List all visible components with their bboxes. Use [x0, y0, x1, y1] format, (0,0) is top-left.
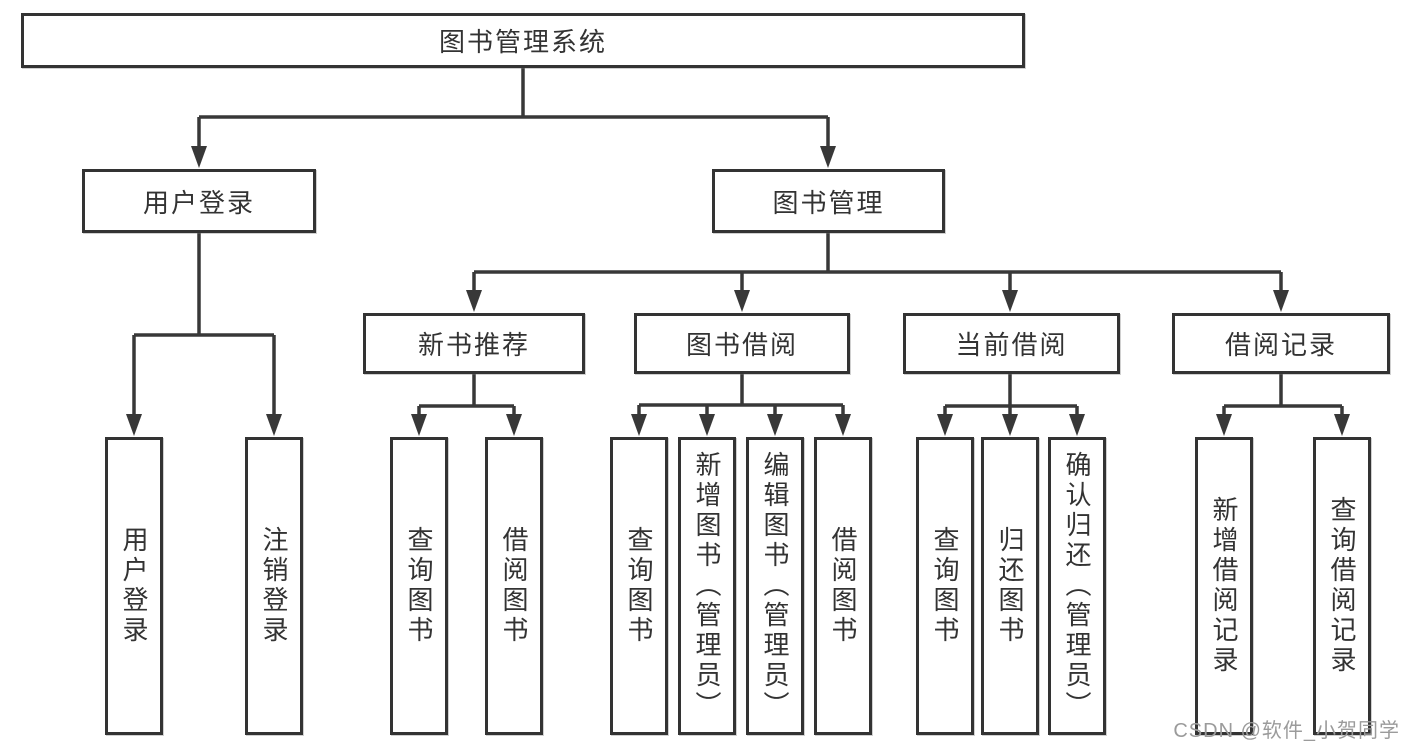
node-label: 用户登录 [142, 187, 255, 218]
node-label: 图书管理系统 [438, 27, 607, 57]
node-label: 归还图书 [995, 526, 1025, 646]
node-label: 用户登录 [119, 526, 149, 646]
node-borrowing-records: 借阅记录 [1172, 313, 1390, 374]
csdn-watermark: CSDN @软件_小贺同学 [1173, 720, 1400, 742]
node-label: 查询图书 [930, 526, 960, 646]
leaf-recommend-borrow-books: 借阅图书 [485, 437, 543, 735]
leaf-return-books: 归还图书 [981, 437, 1039, 735]
node-library-management-system: 图书管理系统 [21, 13, 1025, 68]
node-label: 新增图书（管理员） [692, 451, 722, 721]
node-label: 确认归还（管理员） [1062, 451, 1092, 721]
leaf-logout: 注销登录 [245, 437, 303, 735]
node-label: 当前借阅 [955, 330, 1068, 360]
leaf-user-login: 用户登录 [105, 437, 163, 735]
node-label: 查询图书 [404, 526, 434, 646]
node-label: 借阅记录 [1224, 330, 1337, 360]
leaf-edit-books-admin: 编辑图书（管理员） [746, 437, 804, 735]
node-label: 借阅图书 [828, 526, 858, 646]
leaf-add-borrow-record: 新增借阅记录 [1195, 437, 1253, 735]
leaf-borrowing-query-books: 查询图书 [610, 437, 668, 735]
node-user-login-branch: 用户登录 [82, 169, 316, 233]
node-book-management-branch: 图书管理 [712, 169, 945, 233]
leaf-recommend-query-books: 查询图书 [390, 437, 448, 735]
node-label: 查询图书 [624, 526, 654, 646]
node-current-borrowing: 当前借阅 [903, 313, 1120, 374]
node-label: 新书推荐 [417, 330, 530, 360]
leaf-current-query-books: 查询图书 [916, 437, 974, 735]
node-new-book-recommendation: 新书推荐 [363, 313, 585, 374]
node-label: 图书管理 [772, 187, 885, 218]
leaf-confirm-return-admin: 确认归还（管理员） [1048, 437, 1106, 735]
leaf-query-borrow-record: 查询借阅记录 [1313, 437, 1371, 735]
node-label: 借阅图书 [499, 526, 529, 646]
node-label: 注销登录 [259, 526, 289, 646]
node-label: 查询借阅记录 [1327, 496, 1357, 676]
leaf-add-books-admin: 新增图书（管理员） [678, 437, 736, 735]
node-label: 图书借阅 [685, 330, 798, 360]
node-label: 编辑图书（管理员） [760, 451, 790, 721]
leaf-borrowing-borrow-books: 借阅图书 [814, 437, 872, 735]
node-label: 新增借阅记录 [1209, 496, 1239, 676]
arrowheads [126, 146, 1350, 436]
node-book-borrowing: 图书借阅 [634, 313, 850, 374]
